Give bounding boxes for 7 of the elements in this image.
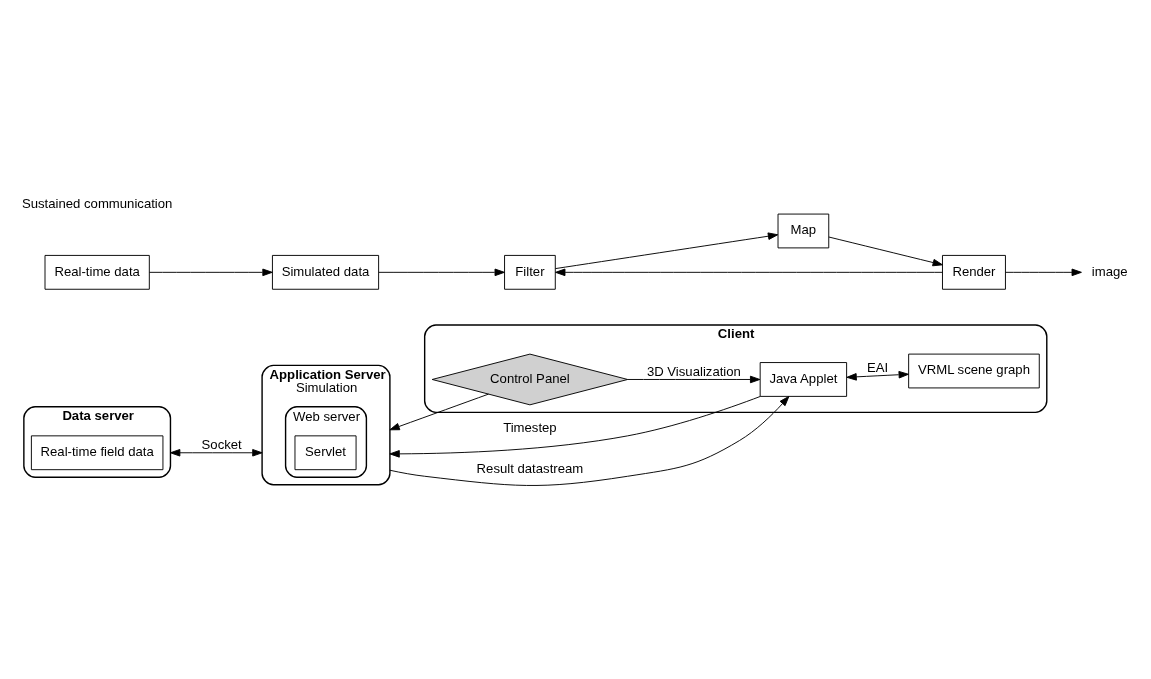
- edge-label: Result datastream: [476, 460, 584, 476]
- edge-label: Socket: [201, 436, 242, 452]
- node-text: image: [1091, 263, 1128, 279]
- edge-label: EAI: [867, 359, 889, 375]
- edge-label: 3D Visualization: [646, 363, 741, 379]
- label: Sustained communication: [21, 195, 173, 211]
- edge-label: Timestep: [503, 419, 557, 435]
